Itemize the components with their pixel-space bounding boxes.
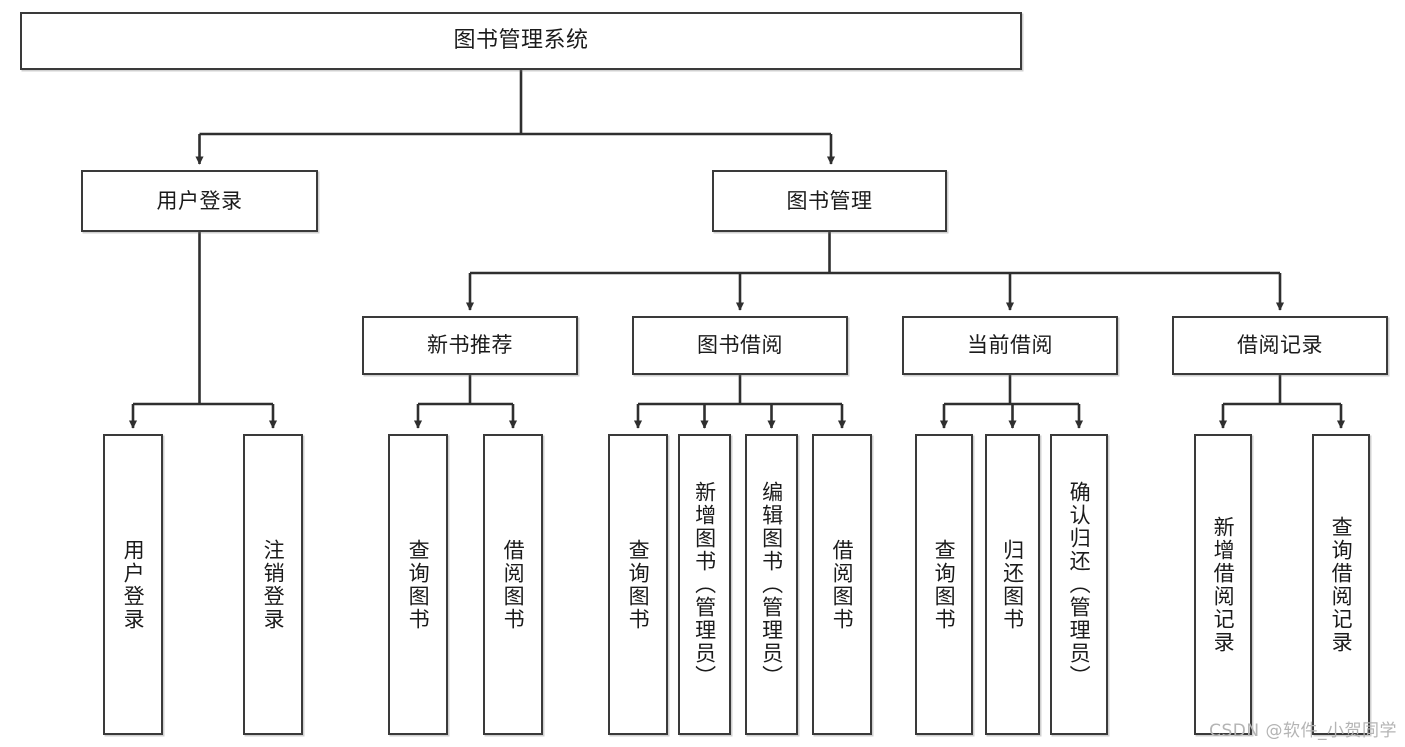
node-new-book-rec[interactable]: 新书推荐	[362, 316, 578, 375]
node-new-book-rec-label: 新书推荐	[427, 333, 513, 358]
node-leaf-confirm-return[interactable]: 确认归还（管理员）	[1050, 434, 1108, 735]
node-leaf-add-book[interactable]: 新增图书（管理员）	[678, 434, 731, 735]
node-leaf-return-book-label: 归还图书	[1000, 538, 1025, 631]
node-current-borrow[interactable]: 当前借阅	[902, 316, 1118, 375]
node-leaf-edit-book-label: 编辑图书（管理员）	[759, 481, 784, 688]
node-leaf-query-book-3-label: 查询图书	[932, 538, 957, 631]
node-leaf-query-book-3[interactable]: 查询图书	[915, 434, 973, 735]
node-leaf-borrow-book-2[interactable]: 借阅图书	[812, 434, 872, 735]
node-root-label: 图书管理系统	[453, 28, 589, 54]
node-leaf-query-book-2[interactable]: 查询图书	[608, 434, 668, 735]
node-leaf-logout-label: 注销登录	[261, 538, 286, 631]
node-borrow-record-label: 借阅记录	[1237, 333, 1323, 358]
node-leaf-add-book-label: 新增图书（管理员）	[692, 481, 717, 688]
node-book-manage[interactable]: 图书管理	[712, 170, 947, 232]
node-leaf-borrow-book-1-label: 借阅图书	[501, 538, 526, 631]
node-leaf-borrow-book-1[interactable]: 借阅图书	[483, 434, 543, 735]
node-leaf-edit-book[interactable]: 编辑图书（管理员）	[745, 434, 798, 735]
node-leaf-add-record-label: 新增借阅记录	[1211, 515, 1236, 654]
node-leaf-user-login[interactable]: 用户登录	[103, 434, 163, 735]
node-leaf-borrow-book-2-label: 借阅图书	[830, 538, 855, 631]
node-borrow-record[interactable]: 借阅记录	[1172, 316, 1388, 375]
node-leaf-query-book-2-label: 查询图书	[626, 538, 651, 631]
node-root[interactable]: 图书管理系统	[20, 12, 1022, 70]
node-leaf-logout[interactable]: 注销登录	[243, 434, 303, 735]
node-book-borrow[interactable]: 图书借阅	[632, 316, 848, 375]
node-book-borrow-label: 图书借阅	[697, 333, 783, 358]
node-leaf-query-book-1-label: 查询图书	[406, 538, 431, 631]
node-user-login[interactable]: 用户登录	[81, 170, 318, 232]
node-leaf-query-book-1[interactable]: 查询图书	[388, 434, 448, 735]
node-leaf-return-book[interactable]: 归还图书	[985, 434, 1040, 735]
node-user-login-label: 用户登录	[156, 188, 243, 213]
node-leaf-confirm-return-label: 确认归还（管理员）	[1067, 481, 1092, 688]
node-leaf-user-login-label: 用户登录	[121, 538, 146, 631]
node-book-manage-label: 图书管理	[786, 188, 873, 213]
node-current-borrow-label: 当前借阅	[967, 333, 1053, 358]
node-leaf-add-record[interactable]: 新增借阅记录	[1194, 434, 1252, 735]
watermark-text: CSDN @软件_小贺同学	[1209, 721, 1397, 741]
node-leaf-query-record[interactable]: 查询借阅记录	[1312, 434, 1370, 735]
node-leaf-query-record-label: 查询借阅记录	[1329, 515, 1354, 654]
